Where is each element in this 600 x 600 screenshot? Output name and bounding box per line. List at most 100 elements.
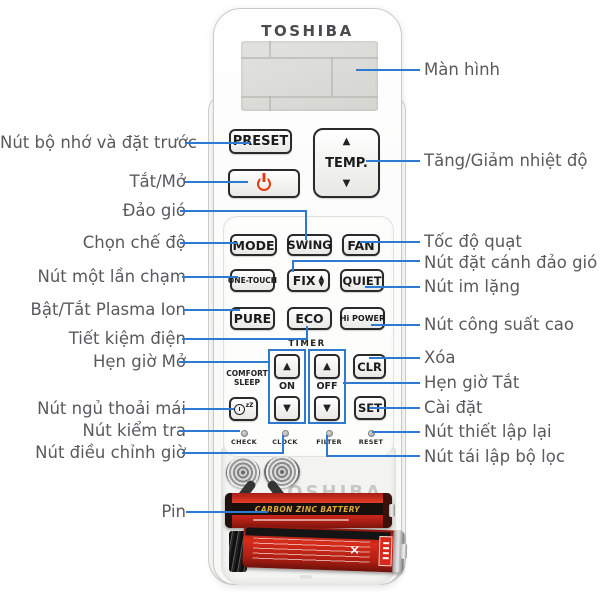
timer-off-group: ▲ OFF ▼ — [308, 349, 346, 424]
no-disposal-icon: × — [348, 542, 361, 559]
arrow-down-icon[interactable]: ▼ — [342, 178, 351, 189]
callout-label-swing: Đảo gió — [122, 201, 186, 220]
timer-on-label: ON — [278, 381, 296, 392]
preset-button[interactable]: PRESET — [229, 129, 292, 154]
callout-line — [180, 210, 307, 212]
callout-line — [182, 338, 308, 340]
callout-label-check: Nút kiểm tra — [82, 421, 187, 440]
timer-on-up-button[interactable]: ▲ — [274, 354, 300, 379]
callout-line — [184, 309, 240, 311]
arrow-up-icon: ▲ — [323, 360, 331, 372]
callout-line — [179, 361, 268, 363]
timer-off-label: OFF — [316, 381, 338, 392]
callout-label-set: Cài đặt — [424, 398, 483, 417]
temp-button[interactable]: ▲ TEMP. ▼ — [313, 128, 380, 198]
fan-button[interactable]: FAN — [342, 234, 380, 256]
callout-line — [185, 181, 248, 183]
arrow-down-icon: ▼ — [283, 402, 291, 414]
callout-label-quiet: Nút im lặng — [424, 277, 521, 296]
fix-button-label: FIX — [292, 273, 316, 288]
clock-button[interactable] — [281, 430, 289, 437]
reset-label: RESET — [358, 438, 384, 446]
battery-positive-nub — [400, 543, 408, 559]
power-icon — [257, 176, 271, 191]
callout-line — [326, 455, 420, 457]
callout-label-timer-off: Hẹn giờ Tắt — [424, 373, 520, 392]
lcd-divider — [331, 57, 333, 96]
callout-label-fix: Nút đặt cánh đảo gió — [424, 253, 598, 272]
battery-fine-print — [253, 519, 349, 521]
callout-line — [186, 511, 268, 513]
callout-line — [369, 407, 420, 409]
timer-heading: TIMER — [288, 339, 326, 349]
fix-updown-icon: ▲ ▼ — [318, 272, 325, 288]
callout-label-mode: Chọn chế độ — [82, 233, 186, 252]
callout-label-temp: Tăng/Giảm nhiệt độ — [424, 151, 588, 170]
clock-label: CLOCK — [272, 438, 298, 446]
lcd-divider — [241, 57, 378, 59]
callout-label-comfort-sleep: Nút ngủ thoải mái — [37, 399, 186, 418]
callout-label-one-touch: Nút một lần chạm — [37, 267, 186, 286]
battery: CARBON ZINC BATTERY — [225, 493, 395, 528]
arrow-down-icon: ▼ — [323, 402, 331, 414]
sleep-icon: zZ — [233, 402, 253, 415]
compartment-notch — [300, 575, 312, 579]
callout-label-filter: Nút tái lập bộ lọc — [424, 447, 565, 466]
timer-off-up-button[interactable]: ▲ — [314, 354, 340, 379]
callout-label-fan: Tốc độ quạt — [424, 232, 522, 251]
lcd-divider — [269, 96, 271, 111]
filter-button[interactable] — [325, 430, 333, 437]
filter-label: FILTER — [316, 438, 342, 446]
callout-line — [372, 431, 420, 433]
callout-label-clock: Nút điều chỉnh giờ — [35, 443, 186, 462]
arrow-up-icon: ▲ — [283, 360, 291, 372]
callout-label-reset: Nút thiết lập lại — [424, 422, 552, 441]
callout-line — [305, 210, 307, 240]
callout-label-pure: Bật/Tắt Plasma Ion — [30, 300, 186, 319]
lcd-divider — [269, 41, 271, 57]
callout-label-battery: Pin — [161, 502, 186, 521]
lcd-divider — [241, 96, 378, 98]
battery-positive-nub — [389, 504, 395, 517]
callout-line — [326, 435, 328, 457]
pure-button[interactable]: PURE — [230, 307, 275, 330]
timer-off-down-button[interactable]: ▼ — [314, 396, 340, 421]
callout-line — [182, 452, 284, 454]
check-button[interactable] — [240, 430, 248, 437]
callout-label-power: Tắt/Mở — [129, 172, 186, 191]
callout-line — [365, 286, 420, 288]
callout-line — [306, 326, 308, 340]
callout-line — [356, 69, 420, 71]
arrow-up-icon[interactable]: ▲ — [342, 136, 351, 147]
callout-line — [360, 241, 420, 243]
eco-button[interactable]: ECO — [287, 307, 332, 330]
callout-label-display: Màn hình — [424, 60, 501, 79]
callout-label-clr: Xóa — [424, 348, 456, 367]
mode-button[interactable]: MODE — [230, 234, 277, 256]
quiet-button[interactable]: QUIET — [340, 269, 384, 292]
callout-line — [369, 357, 420, 359]
swing-button[interactable]: SWING — [287, 234, 332, 256]
power-button[interactable] — [228, 169, 300, 198]
fix-button[interactable]: FIX ▲ ▼ — [287, 269, 330, 292]
remote-control-body: TOSHIBA PRESET ▲ TEMP. ▼ MODE SWING FAN … — [213, 8, 408, 585]
battery-warning-label — [378, 535, 393, 567]
callout-line — [292, 260, 294, 272]
hi-power-button[interactable]: Hi POWER — [340, 307, 385, 330]
temp-button-label: TEMP. — [325, 155, 368, 171]
callout-line — [180, 242, 238, 244]
callout-line — [371, 324, 420, 326]
callout-line — [179, 430, 240, 432]
check-label: CHECK — [231, 438, 257, 446]
callout-line — [182, 408, 234, 410]
button-panel: MODE SWING FAN ONE-TOUCH FIX ▲ ▼ QUIET P… — [223, 216, 394, 457]
timer-on-group: ▲ ON ▼ — [268, 349, 306, 424]
reset-button[interactable] — [367, 430, 375, 437]
comfort-sleep-label: COMFORT SLEEP — [226, 369, 268, 387]
battery-negative-cap — [225, 493, 232, 528]
one-touch-button[interactable]: ONE-TOUCH — [228, 269, 277, 292]
callout-line — [292, 260, 420, 262]
battery-positive-cap — [383, 493, 392, 528]
timer-on-down-button[interactable]: ▼ — [274, 396, 300, 421]
battery-text: CARBON ZINC BATTERY — [254, 504, 361, 514]
